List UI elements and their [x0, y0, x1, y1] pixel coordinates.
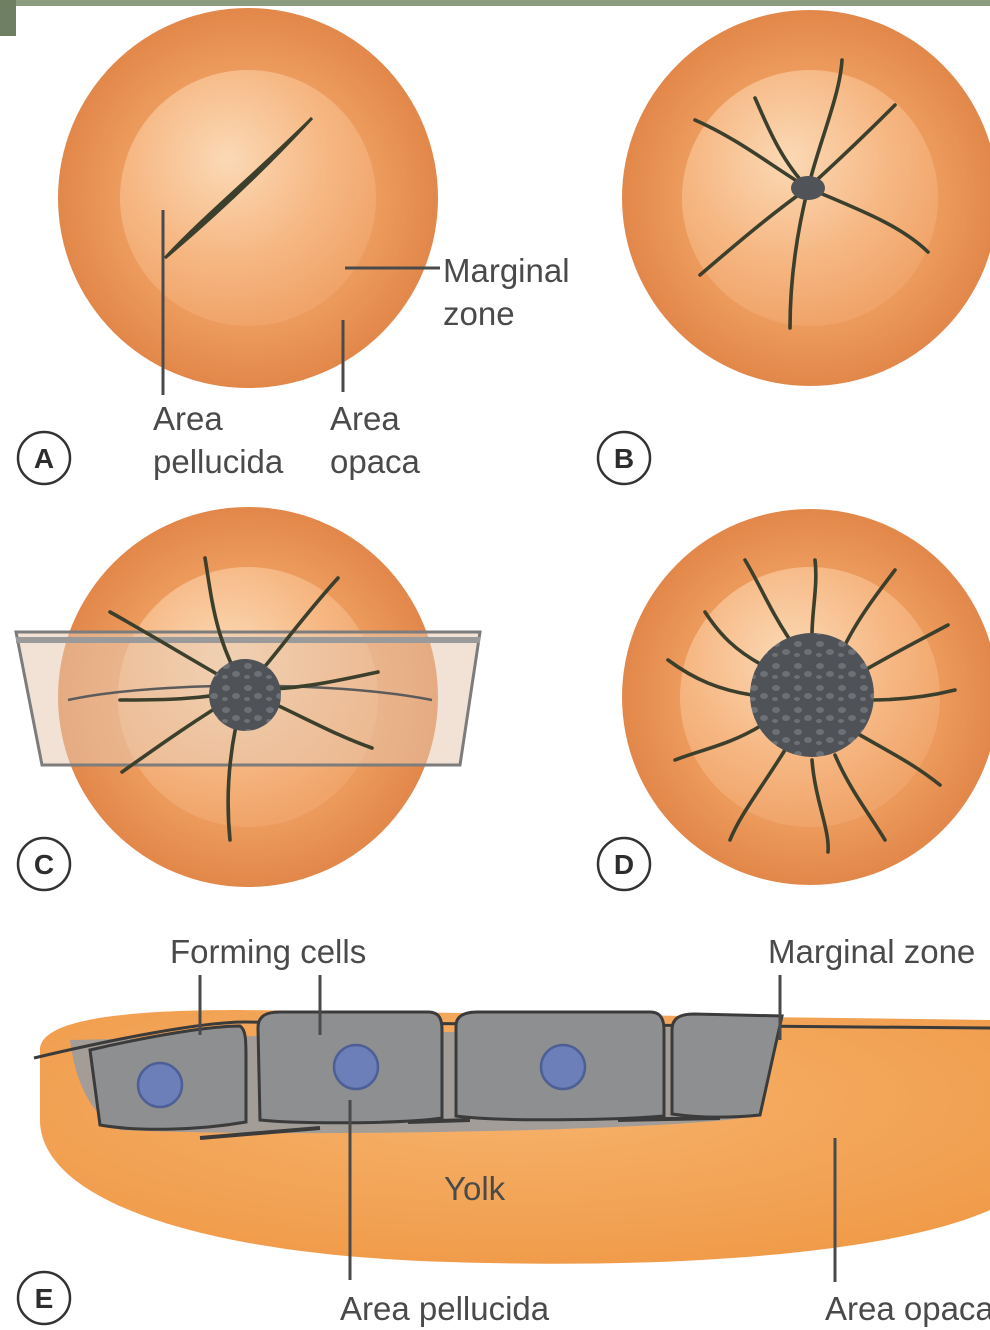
panel-d: D: [598, 509, 990, 890]
label-yolk: Yolk: [444, 1170, 506, 1207]
panel-letter-c: C: [34, 849, 54, 880]
label-marginal-zone-line1: Marginal: [443, 252, 570, 289]
label-area-opaca: Area opaca: [825, 1290, 990, 1327]
blood-island: [209, 659, 281, 731]
nucleus: [334, 1045, 378, 1089]
panel-letter-a: A: [34, 443, 54, 474]
panel-a: Marginal zone Area pellucida Area opaca …: [18, 8, 570, 484]
panel-letter-e: E: [35, 1283, 54, 1314]
panel-letter-b: B: [614, 443, 634, 474]
label-area-pellucida-line1: Area: [153, 400, 223, 437]
panel-letter-d: D: [614, 849, 634, 880]
nucleus: [138, 1063, 182, 1107]
label-area-opaca-line2: opaca: [330, 443, 421, 480]
blood-island: [791, 176, 825, 200]
blood-island: [750, 633, 874, 757]
cell-base: [618, 1118, 720, 1120]
panel-e: Forming cells Marginal zone Yolk Area pe…: [18, 933, 990, 1327]
corner-accent-block: [0, 0, 16, 36]
area-pellucida-disc: [120, 70, 376, 326]
label-marginal-zone: Marginal zone: [768, 933, 975, 970]
panel-c: C: [16, 507, 480, 890]
label-forming-cells: Forming cells: [170, 933, 366, 970]
label-area-pellucida-line2: pellucida: [153, 443, 284, 480]
label-marginal-zone-line2: zone: [443, 295, 515, 332]
nucleus: [541, 1045, 585, 1089]
label-area-pellucida: Area pellucida: [340, 1290, 550, 1327]
panel-b: B: [598, 10, 990, 484]
corner-accent-bar: [0, 0, 990, 6]
label-area-opaca-line1: Area: [330, 400, 400, 437]
cell-base: [408, 1120, 470, 1122]
